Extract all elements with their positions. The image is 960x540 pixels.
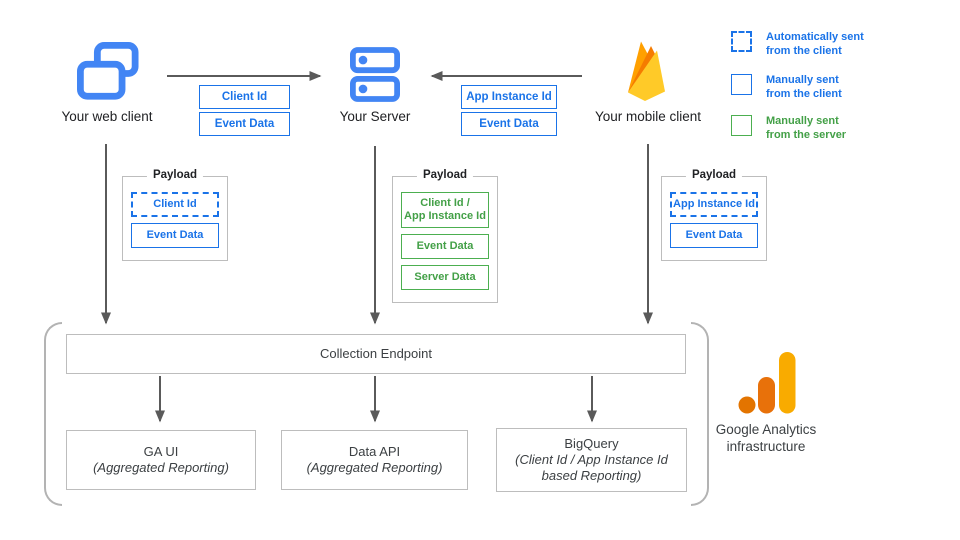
ga-ui-title: GA UI <box>143 444 179 459</box>
tag-event-data-mobile: Event Data <box>461 112 557 136</box>
legend-label: Automatically sent from the client <box>766 31 864 58</box>
legend-label: Manually sent from the server <box>766 115 846 142</box>
legend-swatch-dashed-blue <box>731 31 752 52</box>
payload-item-event-data: Event Data <box>401 234 489 259</box>
payload-item-label: Client Id / <box>420 197 470 209</box>
ga-infrastructure-line: Google Analytics <box>715 422 817 437</box>
tag-app-instance-id: App Instance Id <box>461 85 557 109</box>
data-api-subtitle: (Aggregated Reporting) <box>306 460 443 475</box>
tag-event-data-web: Event Data <box>199 112 290 136</box>
payload-group-server: Payload Client Id / App Instance Id Even… <box>392 169 498 303</box>
payload-item-client-or-app-instance-id: Client Id / App Instance Id <box>401 192 489 228</box>
ga-ui-box: GA UI (Aggregated Reporting) <box>66 430 256 490</box>
legend-item-manual-server: Manually sent from the server <box>731 115 846 142</box>
web-client-icon <box>77 41 139 100</box>
data-api-box: Data API (Aggregated Reporting) <box>281 430 468 490</box>
infrastructure-bracket-right <box>691 322 709 506</box>
web-client-label: Your web client <box>61 109 153 124</box>
legend-line: from the client <box>766 87 842 100</box>
payload-title: Payload <box>416 169 474 181</box>
legend-line: Manually sent <box>766 74 839 86</box>
payload-item-label: Event Data <box>685 229 743 241</box>
payload-item-label: Server Data <box>414 271 476 283</box>
collection-endpoint-label: Collection Endpoint <box>319 346 433 361</box>
payload-item-app-instance-id: App Instance Id <box>670 192 758 217</box>
payload-item-server-data: Server Data <box>401 265 489 290</box>
payload-item-event-data: Event Data <box>670 223 758 248</box>
bigquery-title: BigQuery <box>564 436 619 451</box>
legend-line: from the client <box>766 44 842 57</box>
legend-item-auto-client: Automatically sent from the client <box>731 31 864 58</box>
payload-group-web: Payload Client Id Event Data <box>122 169 228 261</box>
bigquery-subtitle: (Client Id / App Instance Id based Repor… <box>515 452 668 483</box>
bigquery-box: BigQuery (Client Id / App Instance Id ba… <box>496 428 687 492</box>
collection-endpoint-box: Collection Endpoint <box>66 334 686 374</box>
payload-item-client-id: Client Id <box>131 192 219 217</box>
payload-item-label: Event Data <box>146 229 204 241</box>
payload-item-label: App Instance Id <box>404 210 486 222</box>
ga-infrastructure-label: Google Analytics infrastructure <box>686 421 846 455</box>
payload-item-label: App Instance Id <box>673 198 755 210</box>
payload-group-mobile: Payload App Instance Id Event Data <box>661 169 767 261</box>
payload-title: Payload <box>685 169 743 181</box>
payload-item-label: Event Data <box>416 240 474 252</box>
legend-line: from the server <box>766 128 847 141</box>
ga-infrastructure-line: infrastructure <box>726 439 806 454</box>
payload-item-event-data: Event Data <box>131 223 219 248</box>
ga-ui-subtitle: (Aggregated Reporting) <box>93 460 229 475</box>
payload-title: Payload <box>146 169 204 181</box>
legend-swatch-solid-blue <box>731 74 752 95</box>
legend-label: Manually sent from the client <box>766 74 842 101</box>
data-api-title: Data API <box>348 444 401 459</box>
mobile-client-label: Your mobile client <box>594 109 702 124</box>
legend-line: Manually sent <box>766 115 839 127</box>
google-analytics-icon <box>738 352 796 414</box>
legend-item-manual-client: Manually sent from the client <box>731 74 842 101</box>
infrastructure-bracket-left <box>44 322 62 506</box>
legend-swatch-solid-green <box>731 115 752 136</box>
server-label: Your Server <box>339 109 411 124</box>
firebase-icon <box>628 41 665 101</box>
tag-client-id: Client Id <box>199 85 290 109</box>
payload-item-label: Client Id <box>153 198 197 210</box>
legend-line: Automatically sent <box>766 31 864 43</box>
server-icon <box>350 47 400 102</box>
